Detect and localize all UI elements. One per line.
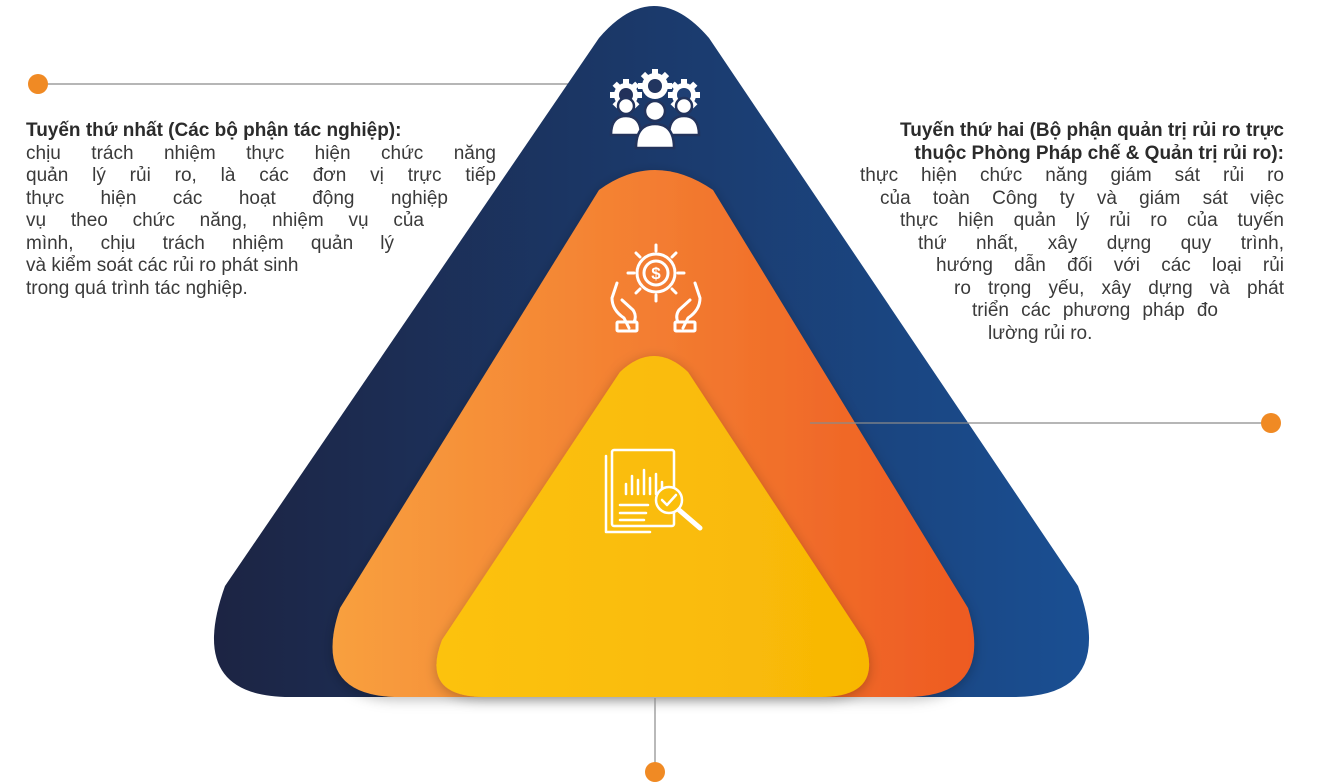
connector-bottom xyxy=(645,698,665,782)
second-line-body-line: thứ nhất, xây dựng quy trình, xyxy=(918,232,1284,254)
second-line-body-line: của toàn Công ty và giám sát việc xyxy=(880,187,1284,209)
first-line-body-line: chịu trách nhiệm thực hiện chức năng xyxy=(26,142,496,164)
second-line-body-line: thực hiện quản lý rủi ro của tuyến xyxy=(900,210,1284,231)
first-line-body-line: vụ theo chức năng, nhiệm vụ của xyxy=(26,210,424,231)
second-line-title-line: Tuyến thứ hai (Bộ phận quản trị rủi ro t… xyxy=(900,120,1284,141)
team-gears-icon xyxy=(609,69,701,150)
second-line-body-line: triển các phương pháp đo xyxy=(972,300,1218,321)
first-line-title: Tuyến thứ nhất (Các bộ phận tác nghiệp): xyxy=(26,120,402,141)
connector-right xyxy=(810,413,1281,433)
second-line-body-line: hướng dẫn đối với các loại rủi xyxy=(936,255,1284,276)
connector-left xyxy=(28,74,584,94)
first-line-body-line: và kiểm soát các rủi ro phát sinh xyxy=(26,255,299,276)
second-line-title-line: thuộc Phòng Pháp chế & Quản trị rủi ro): xyxy=(914,142,1284,164)
report-magnifier-icon xyxy=(604,448,703,534)
first-line-body-line: quản lý rủi ro, là các đơn vị trực tiếp xyxy=(26,165,496,186)
first-line-body-line: mình, chịu trách nhiệm quản lý xyxy=(26,232,394,254)
money-gear-hands-icon: $ xyxy=(610,243,702,333)
first-line-body-line: thực hiện các hoạt động nghiệp xyxy=(26,187,448,209)
first-line-description: Tuyến thứ nhất (Các bộ phận tác nghiệp):… xyxy=(26,120,496,300)
second-line-body-line: thực hiện chức năng giám sát rủi ro xyxy=(860,165,1284,186)
first-line-body-line: trong quá trình tác nghiệp. xyxy=(26,277,248,299)
second-line-description: Tuyến thứ hai (Bộ phận quản trị rủi ro t… xyxy=(800,120,1284,345)
second-line-body-line: lường rủi ro. xyxy=(988,322,1093,344)
svg-text:$: $ xyxy=(651,264,661,283)
second-line-body-line: ro trọng yếu, xây dựng và phát xyxy=(954,277,1284,299)
